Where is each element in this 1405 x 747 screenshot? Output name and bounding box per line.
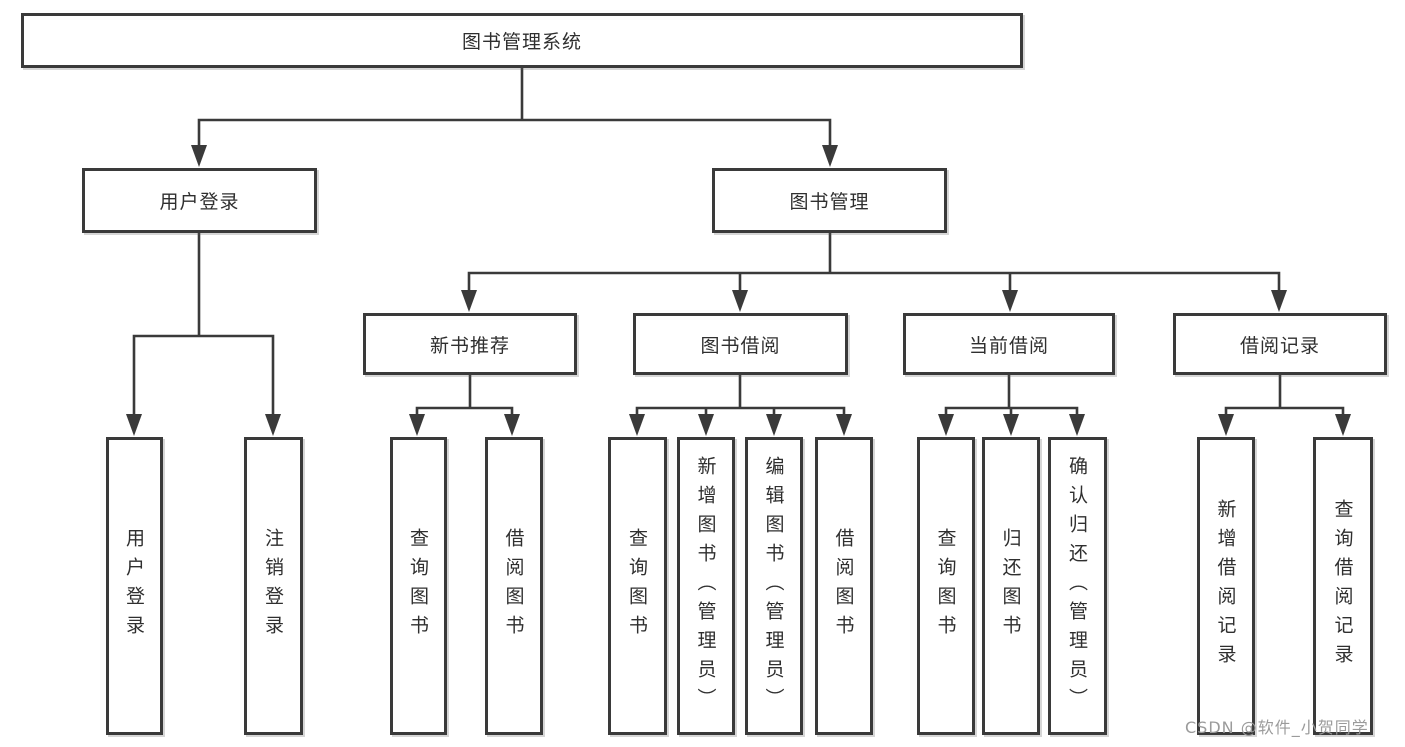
leaf-label: 借阅图书 <box>502 528 525 644</box>
leaf-label: 编辑图书（管理员） <box>762 455 785 717</box>
leaf-label: 新增图书（管理员） <box>694 455 717 717</box>
node-borrow-records-label: 借阅记录 <box>1239 334 1320 357</box>
leaf-query-books-3: 查询图书 <box>917 437 975 735</box>
watermark: CSDN @软件_小贺同学 <box>1185 718 1369 737</box>
leaf-query-borrow-record: 查询借阅记录 <box>1313 437 1373 735</box>
leaf-add-borrow-record: 新增借阅记录 <box>1197 437 1255 735</box>
leaf-edit-books-admin: 编辑图书（管理员） <box>745 437 803 735</box>
leaf-confirm-return-admin: 确认归还（管理员） <box>1048 437 1107 735</box>
node-book-mgmt: 图书管理 <box>712 168 947 233</box>
leaf-query-books-1: 查询图书 <box>390 437 447 735</box>
node-book-borrow-label: 图书借阅 <box>700 334 781 357</box>
node-root: 图书管理系统 <box>21 13 1023 68</box>
leaf-label: 查询图书 <box>626 528 648 644</box>
leaf-label: 借阅图书 <box>832 528 855 644</box>
node-book-mgmt-label: 图书管理 <box>789 191 870 213</box>
leaf-borrow-books-2: 借阅图书 <box>815 437 873 735</box>
leaf-user-login: 用户登录 <box>106 437 163 735</box>
node-user-login: 用户登录 <box>82 168 317 233</box>
node-current-borrow-label: 当前借阅 <box>968 334 1049 357</box>
leaf-query-books-2: 查询图书 <box>608 437 667 735</box>
node-user-login-label: 用户登录 <box>159 191 240 213</box>
node-new-book-recommend: 新书推荐 <box>363 313 577 375</box>
leaf-label: 确认归还（管理员） <box>1066 455 1088 717</box>
node-current-borrow: 当前借阅 <box>903 313 1115 375</box>
leaf-add-books-admin: 新增图书（管理员） <box>677 437 735 735</box>
leaf-logout: 注销登录 <box>244 437 303 735</box>
leaf-label: 查询图书 <box>407 528 429 644</box>
leaf-label: 注销登录 <box>262 528 284 644</box>
node-new-book-label: 新书推荐 <box>429 334 510 357</box>
leaf-label: 归还图书 <box>999 528 1022 644</box>
leaf-label: 查询图书 <box>934 528 957 644</box>
node-borrow-records: 借阅记录 <box>1173 313 1387 375</box>
node-root-label: 图书管理系统 <box>461 31 582 53</box>
leaf-label: 查询借阅记录 <box>1331 499 1354 673</box>
leaf-label: 新增借阅记录 <box>1214 499 1237 673</box>
leaf-borrow-books-1: 借阅图书 <box>485 437 543 735</box>
leaf-return-books: 归还图书 <box>982 437 1040 735</box>
leaf-label: 用户登录 <box>123 528 145 644</box>
node-book-borrow: 图书借阅 <box>633 313 848 375</box>
